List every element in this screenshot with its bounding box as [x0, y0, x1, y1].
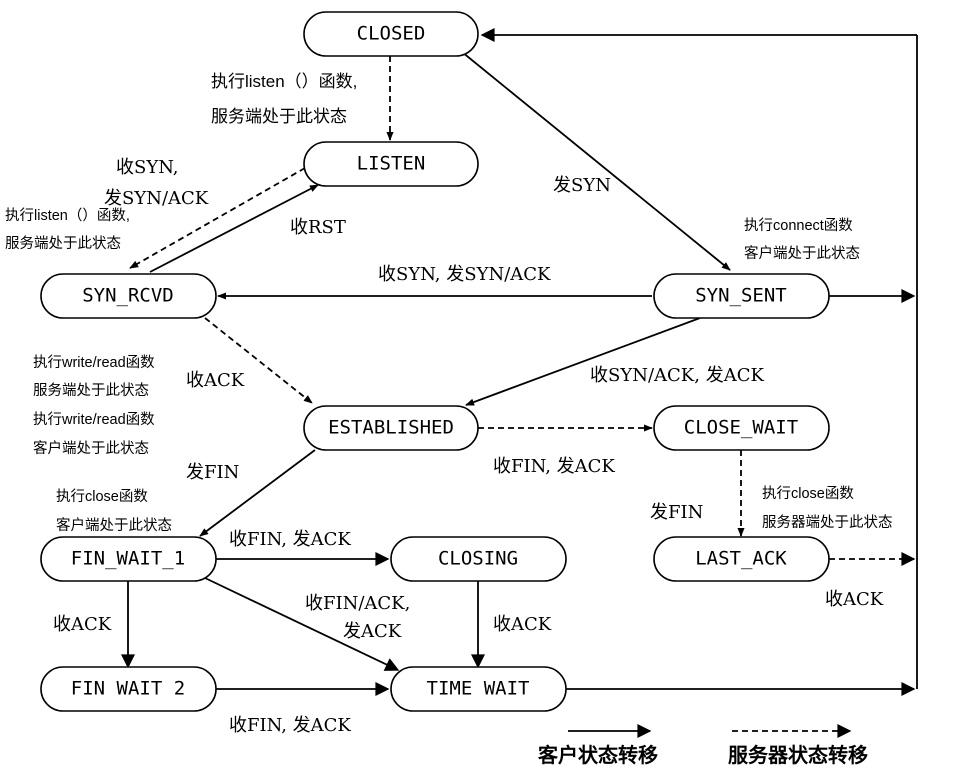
label-finwait1-finwait2: 收ACK [53, 614, 112, 635]
edge-established-finwait1 [199, 449, 316, 537]
label-finwait1-timewait-1: 收FIN/ACK, [305, 593, 410, 614]
state-last-ack: LAST_ACK [653, 536, 830, 582]
state-closing: CLOSING [390, 536, 567, 582]
state-fin-wait-2: FIN WAIT 2 [40, 666, 217, 712]
state-closing-label: CLOSING [438, 548, 518, 570]
state-time-wait: TIME WAIT [390, 666, 567, 712]
label-finwait1-closing: 收FIN, 发ACK [229, 529, 351, 550]
note-est-4: 客户端处于此状态 [33, 440, 149, 457]
state-syn-sent: SYN_SENT [653, 273, 830, 319]
note-lastack-2: 服务器端处于此状态 [762, 514, 893, 531]
label-listen-synrcvd-1: 收SYN, [116, 157, 179, 178]
state-time-wait-label: TIME WAIT [427, 678, 530, 700]
state-closed-label: CLOSED [357, 23, 426, 45]
edge-synrcvd-listen [149, 184, 319, 273]
legend-server-label: 服务器状态转移 [728, 743, 868, 767]
note-finwait1-2: 客户端处于此状态 [56, 517, 172, 534]
note-finwait1-1: 执行close函数 [56, 488, 148, 505]
label-closing-timewait: 收ACK [493, 614, 552, 635]
state-listen: LISTEN [303, 141, 479, 187]
label-finwait2-timewait: 收FIN, 发ACK [229, 715, 351, 736]
state-syn-rcvd-label: SYN_RCVD [82, 285, 174, 307]
label-closewait-lastack: 发FIN [650, 502, 703, 523]
state-close-wait: CLOSE_WAIT [653, 405, 830, 451]
state-established-label: ESTABLISHED [328, 417, 454, 439]
note-synsent-2: 客户端处于此状态 [744, 245, 860, 262]
label-synrcvd-listen: 收RST [290, 217, 346, 238]
label-synsent-established: 收SYN/ACK, 发ACK [590, 365, 764, 386]
label-synsent-synrcvd: 收SYN, 发SYN/ACK [378, 264, 551, 285]
note-est-2: 服务端处于此状态 [33, 382, 149, 399]
state-close-wait-label: CLOSE_WAIT [684, 417, 798, 439]
state-listen-label: LISTEN [357, 153, 426, 175]
label-closed-listen-1: 执行listen（）函数, [211, 72, 357, 91]
state-syn-rcvd: SYN_RCVD [40, 273, 217, 319]
label-closed-listen-2: 服务端处于此状态 [211, 107, 347, 126]
label-synrcvd-established: 收ACK [186, 370, 245, 391]
state-fin-wait-1-label: FIN_WAIT_1 [71, 548, 185, 570]
legend-client-label: 客户状态转移 [537, 743, 658, 767]
state-established: ESTABLISHED [303, 405, 479, 451]
label-closed-synsent: 发SYN [553, 175, 611, 196]
edge-synsent-established [465, 317, 701, 406]
state-closed: CLOSED [303, 11, 479, 57]
label-established-finwait1: 发FIN [186, 462, 239, 483]
note-synrcvd-1: 执行listen（）函数, [5, 207, 130, 224]
label-finwait1-timewait-2: 发ACK [343, 621, 402, 642]
label-listen-synrcvd-2: 发SYN/ACK [104, 188, 209, 209]
state-fin-wait-2-label: FIN WAIT 2 [71, 678, 185, 700]
label-established-closewait: 收FIN, 发ACK [493, 456, 615, 477]
state-syn-sent-label: SYN_SENT [695, 285, 787, 307]
note-synsent-1: 执行connect函数 [744, 217, 853, 234]
note-lastack-1: 执行close函数 [762, 485, 854, 502]
state-last-ack-label: LAST_ACK [695, 548, 787, 570]
state-fin-wait-1: FIN_WAIT_1 [40, 536, 217, 582]
edge-finwait1-timewait [204, 577, 400, 671]
note-est-1: 执行write/read函数 [33, 354, 155, 371]
label-lastack-closed: 收ACK [825, 589, 884, 610]
edge-synrcvd-established [204, 317, 313, 404]
edge-listen-synrcvd [129, 167, 306, 269]
edge-closed-synsent [461, 51, 731, 271]
note-est-3: 执行write/read函数 [33, 411, 155, 428]
note-synrcvd-2: 服务端处于此状态 [5, 235, 121, 252]
